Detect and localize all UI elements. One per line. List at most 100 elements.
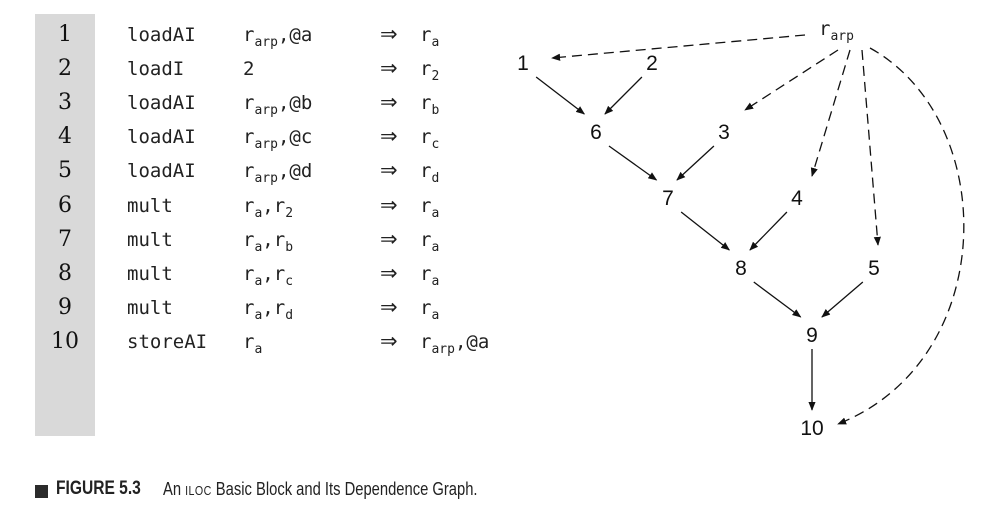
subscript: c bbox=[285, 273, 294, 289]
result-arrow: ⇒ bbox=[380, 124, 398, 149]
subscript: a bbox=[254, 273, 263, 289]
operands: rarp,@c bbox=[243, 126, 312, 152]
subscript: a bbox=[431, 205, 440, 221]
subscript: a bbox=[431, 307, 440, 323]
subscript: a bbox=[431, 273, 440, 289]
result-arrow: ⇒ bbox=[380, 90, 398, 115]
opcode: loadAI bbox=[127, 92, 196, 115]
subscript: 2 bbox=[285, 205, 294, 221]
line-number: 8 bbox=[58, 260, 72, 286]
anti-dependence-edge bbox=[551, 34, 806, 61]
graph-node-9: 9 bbox=[806, 324, 818, 347]
code-token: r bbox=[273, 262, 286, 285]
subscript: a bbox=[254, 239, 263, 255]
graph-node-6: 6 bbox=[590, 121, 602, 144]
caption-iloc: ILOC bbox=[185, 483, 212, 498]
operands: ra,r2 bbox=[243, 194, 293, 221]
caption-text: An ILOC Basic Block and Its Dependence G… bbox=[163, 479, 478, 500]
code-token: r bbox=[420, 228, 432, 251]
code-token: r bbox=[420, 24, 432, 46]
operands: 2 bbox=[243, 58, 254, 80]
line-number: 4 bbox=[58, 124, 72, 150]
operands: ra,rd bbox=[243, 296, 293, 323]
code-token: r bbox=[420, 160, 432, 183]
operands: rarp,@b bbox=[243, 92, 313, 118]
subscript: arp bbox=[254, 103, 278, 119]
line-number-column bbox=[35, 14, 95, 436]
anti-dependence-edge bbox=[744, 49, 839, 111]
code-token: r bbox=[243, 24, 255, 46]
code-token: , bbox=[262, 262, 274, 285]
code-token: ,@d bbox=[277, 160, 313, 183]
code-token: r bbox=[420, 58, 432, 81]
subscript: a bbox=[254, 307, 263, 323]
destination: rarp,@a bbox=[420, 331, 489, 357]
subscript: b bbox=[431, 103, 440, 119]
destination: rc bbox=[420, 126, 439, 152]
line-number: 2 bbox=[58, 56, 72, 82]
subscript: arp bbox=[254, 171, 278, 187]
code-token: ,@b bbox=[277, 92, 313, 115]
caption-prefix: An bbox=[163, 479, 186, 499]
graph-node-3: 3 bbox=[718, 121, 730, 144]
destination: ra bbox=[420, 262, 439, 289]
code-token: , bbox=[262, 228, 274, 251]
subscript: a bbox=[254, 205, 263, 221]
opcode: storeAI bbox=[127, 330, 208, 353]
code-token: , bbox=[262, 194, 274, 217]
anti-dependence-edge bbox=[810, 49, 851, 177]
subscript: c bbox=[431, 137, 440, 153]
operands: ra,rc bbox=[243, 262, 293, 289]
graph-node-1: 1 bbox=[517, 52, 529, 75]
root-register: r bbox=[819, 18, 830, 40]
result-arrow: ⇒ bbox=[380, 192, 398, 217]
dependence-edge bbox=[535, 76, 586, 115]
destination: ra bbox=[420, 228, 439, 255]
subscript: arp bbox=[254, 137, 278, 153]
code-token: r bbox=[420, 262, 432, 285]
result-arrow: ⇒ bbox=[380, 158, 398, 183]
line-number: 6 bbox=[58, 192, 72, 218]
graph-node-4: 4 bbox=[791, 187, 803, 210]
result-arrow: ⇒ bbox=[380, 226, 398, 251]
line-number: 3 bbox=[58, 90, 72, 116]
graph-node-5: 5 bbox=[868, 257, 880, 280]
dependence-edge bbox=[604, 76, 643, 115]
caption-rest: Basic Block and Its Dependence Graph. bbox=[211, 479, 478, 499]
graph-node-7: 7 bbox=[662, 187, 674, 210]
subscript: a bbox=[431, 239, 440, 255]
code-token: r bbox=[420, 92, 432, 115]
subscript: arp bbox=[431, 341, 455, 357]
graph-node-8: 8 bbox=[735, 257, 747, 280]
opcode: loadAI bbox=[127, 126, 196, 149]
opcode: mult bbox=[127, 194, 173, 217]
caption-square-icon bbox=[35, 485, 48, 498]
subscript: arp bbox=[254, 35, 278, 50]
code-token: , bbox=[262, 296, 274, 319]
opcode: loadAI bbox=[127, 24, 196, 46]
graph-node-10: 10 bbox=[800, 417, 823, 440]
code-token: r bbox=[420, 194, 432, 217]
line-number: 7 bbox=[58, 226, 72, 252]
result-arrow: ⇒ bbox=[380, 260, 398, 285]
line-number: 1 bbox=[58, 22, 72, 47]
figure-label: FIGURE 5.3 bbox=[56, 478, 141, 499]
opcode: mult bbox=[127, 262, 173, 285]
result-arrow: ⇒ bbox=[380, 56, 398, 81]
subscript: d bbox=[285, 307, 294, 323]
destination: rb bbox=[420, 92, 439, 118]
subscript: 2 bbox=[431, 69, 440, 85]
code-token: r bbox=[243, 160, 255, 183]
graph-node-2: 2 bbox=[646, 52, 658, 75]
dependence-edge bbox=[753, 281, 802, 318]
graph-edges bbox=[535, 34, 965, 425]
subscript: a bbox=[254, 341, 263, 357]
code-token: r bbox=[273, 296, 286, 319]
subscript: a bbox=[431, 35, 440, 50]
destination: r2 bbox=[420, 58, 439, 84]
